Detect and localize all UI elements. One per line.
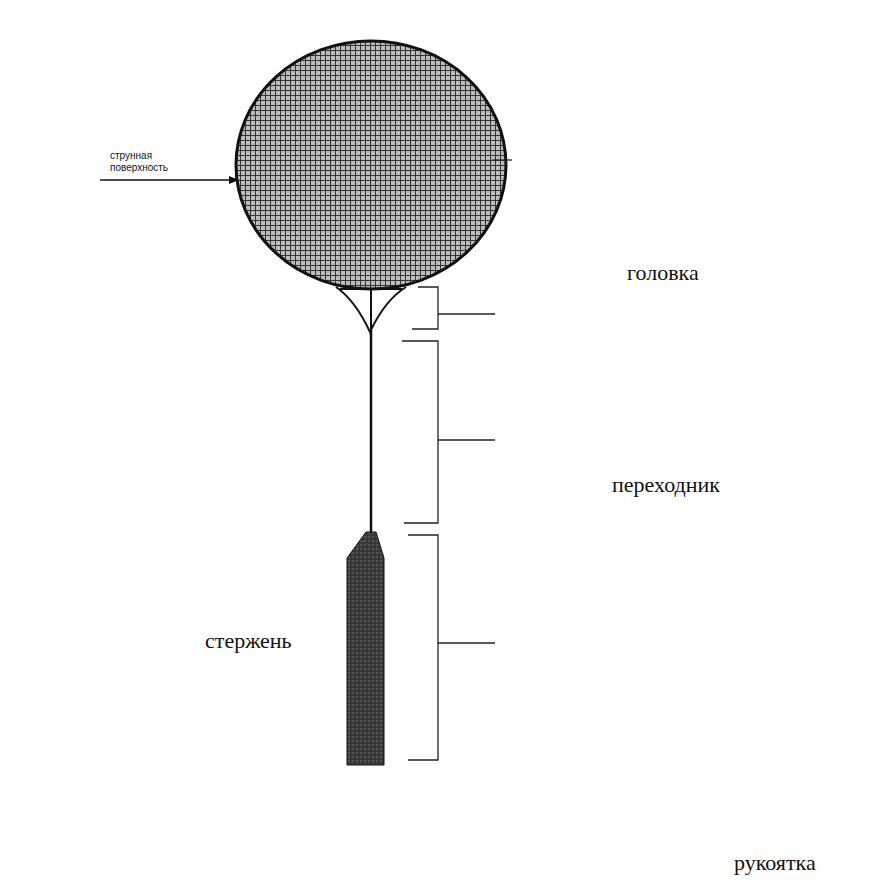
part-label: рукоятка [734, 850, 816, 876]
throat-rib [370, 289, 372, 332]
string-surface [236, 41, 506, 289]
part-label: переходник [612, 472, 720, 498]
throat [336, 287, 406, 332]
part-label: стержень [205, 628, 292, 654]
shaft [370, 330, 373, 532]
brackets [402, 160, 512, 760]
arrow-head [229, 176, 239, 184]
leader-line [100, 179, 232, 180]
handle [347, 532, 384, 765]
part-label: головка [627, 260, 699, 286]
part-label: струнная поверхность [110, 150, 190, 174]
